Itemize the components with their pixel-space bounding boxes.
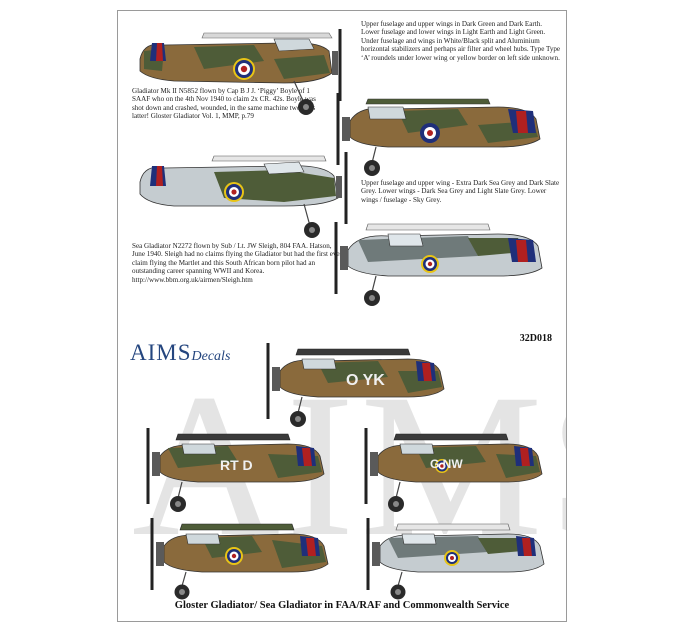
gladiator-n5852-left-view [328, 89, 548, 179]
sea-gladiator-scheme-text: Upper fuselage and upper wing - Extra Da… [361, 179, 560, 204]
gladiator-nw-view: G NW [356, 426, 546, 516]
camouflage-scheme-text: Upper fuselage and upper wings in Dark G… [361, 20, 561, 62]
gladiator-rt-view: RT D [138, 426, 328, 516]
sea-gladiator-history-text: Sea Gladiator N2272 flown by Sub / Lt. J… [132, 242, 343, 284]
oyk-code: O YK [346, 372, 385, 389]
gladiator-history-text: Gladiator Mk II N5852 flown by Cap B J J… [132, 87, 316, 121]
gladiator-bottom-left-view [142, 516, 332, 602]
product-code: 32D018 [519, 333, 552, 344]
gladiator-n5852-side-view [134, 21, 354, 121]
gladiator-oyk-view: O YK [258, 341, 448, 431]
aims-brand-logo: AIMSDecals [130, 340, 231, 365]
sheet-title: Gloster Gladiator/ Sea Gladiator in FAA/… [174, 600, 510, 611]
sea-gladiator-n2272-side-view [134, 146, 364, 246]
sea-gladiator-n2272-left-view [328, 216, 548, 311]
rt-code: RT D [220, 457, 253, 473]
sea-gladiator-bottom-right-view [358, 516, 548, 602]
decal-sheet: AIMS Upper fuselage and upper wings in D… [117, 10, 567, 622]
nw-code: G NW [430, 457, 463, 471]
